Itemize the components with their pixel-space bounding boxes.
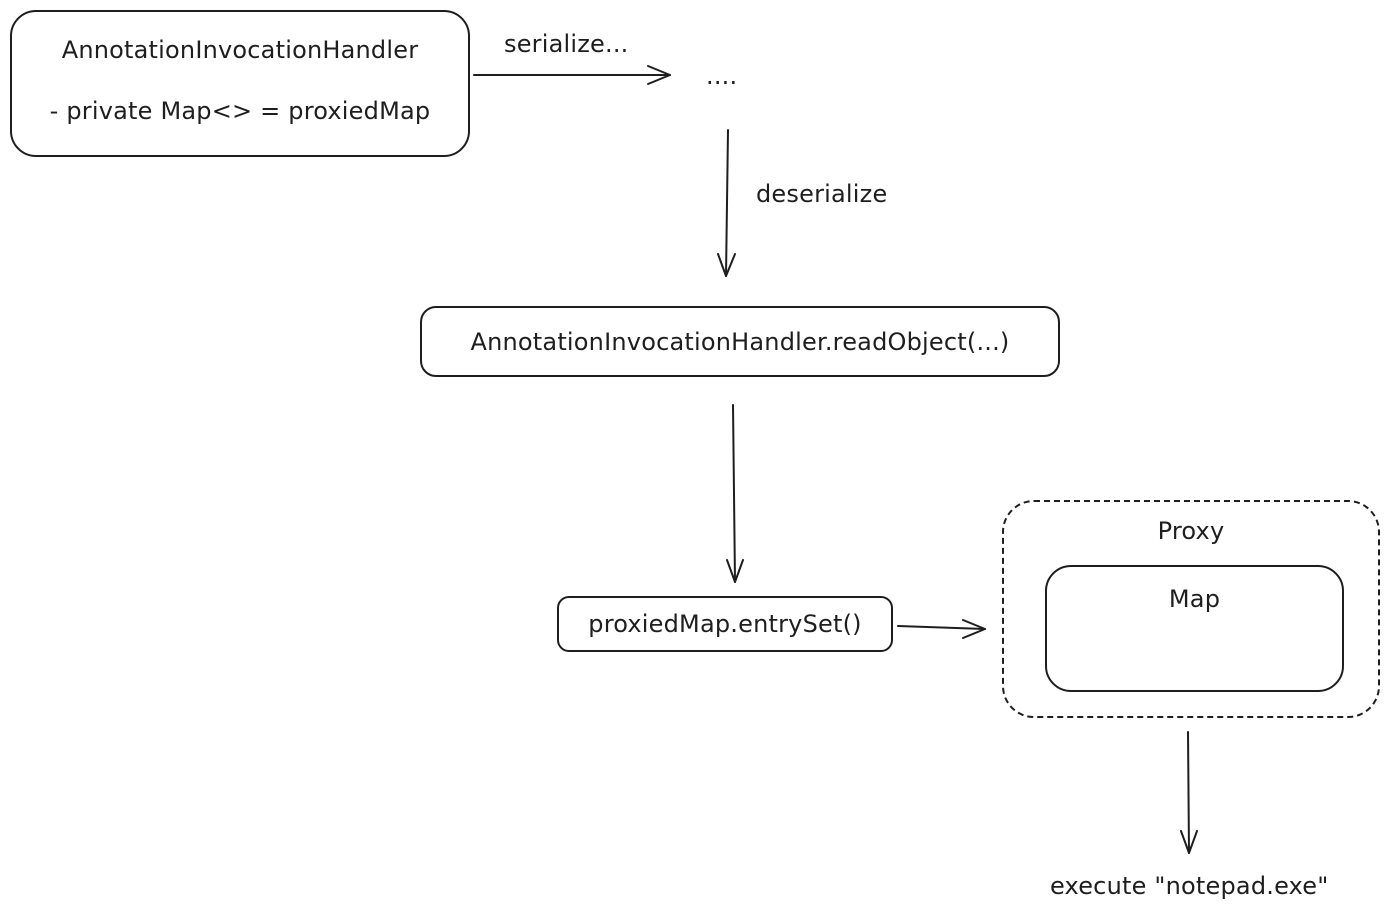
arrow-readobject-to-entryset — [726, 404, 744, 583]
entryset-label: proxiedMap.entrySet() — [588, 610, 862, 638]
map-node — [1045, 565, 1344, 692]
readobject-label: AnnotationInvocationHandler.readObject(.… — [470, 328, 1010, 356]
map-label: Map — [1168, 585, 1221, 613]
proxy-container — [1002, 500, 1380, 718]
handler-node — [10, 10, 470, 157]
handler-title: AnnotationInvocationHandler — [61, 36, 419, 64]
deserialize-label: deserialize — [756, 180, 888, 208]
arrow-proxy-to-execute — [1180, 731, 1198, 854]
entryset-node — [557, 596, 893, 652]
ellipsis-label: .... — [706, 62, 738, 90]
arrow-entryset-to-proxy — [897, 619, 986, 639]
arrow-serialize — [473, 65, 671, 85]
execute-label: execute "notepad.exe" — [1050, 872, 1329, 900]
serialize-label: serialize... — [504, 30, 629, 58]
readobject-node — [420, 306, 1060, 377]
proxy-label: Proxy — [1157, 517, 1225, 545]
handler-field: - private Map<> = proxiedMap — [49, 97, 431, 125]
arrow-deserialize — [717, 129, 736, 277]
